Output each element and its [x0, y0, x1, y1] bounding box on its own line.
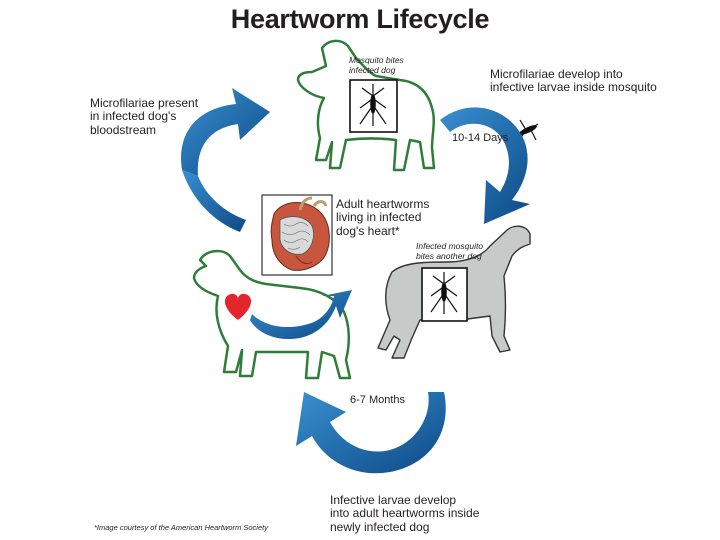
label-line: Infected mosquito: [416, 241, 484, 251]
label-microfilariae-present: Microfilariae present in infected dog's …: [90, 96, 199, 137]
label-line: into adult heartworms inside: [330, 506, 480, 521]
label-adult-heartworms: Adult heartworms living in infected dog'…: [336, 197, 430, 238]
label-days: 10-14 Days: [452, 132, 509, 144]
label-line: Adult heartworms: [336, 197, 430, 211]
arrow-top-left: [181, 88, 270, 232]
label-line: infected dog: [349, 64, 396, 75]
label-line: newly infected dog: [330, 519, 430, 534]
label-microfilariae-develop: Microfilariae develop into infective lar…: [490, 67, 657, 95]
mosquito-icon-2: [430, 272, 458, 314]
arrow-heart: [250, 290, 352, 340]
mosquito-icon: [359, 84, 387, 126]
label-line: living in infected: [336, 210, 422, 225]
mosquito-box-top: [349, 79, 398, 133]
heart-icon: [224, 293, 252, 320]
label-mosquito-bites-infected: Mosquito bites infected dog: [349, 55, 409, 76]
image-credit: *Image courtesy of the American Heartwor…: [94, 524, 268, 532]
label-line: bites another dog: [416, 250, 482, 261]
label-line: in infected dog's: [90, 109, 177, 124]
arrow-bottom: [296, 392, 446, 474]
label-months: 6-7 Months: [350, 394, 406, 406]
page-title: Heartworm Lifecycle: [230, 4, 490, 34]
credit-text: *Image courtesy of the American Heartwor…: [94, 523, 268, 532]
label-line: Microfilariae present: [90, 96, 199, 110]
heart-illustration: [261, 194, 333, 276]
label-larvae-develop: Infective larvae develop into adult hear…: [330, 493, 480, 534]
left-dog-outline: [192, 249, 352, 380]
label-line: dog's heart*: [336, 223, 400, 238]
label-line: Mosquito bites: [349, 55, 404, 65]
label-line: Infective larvae develop: [330, 493, 457, 507]
label-line: infective larvae inside mosquito: [490, 80, 657, 95]
label-infected-mosquito-bites: Infected mosquito bites another dog: [416, 241, 496, 262]
arrow-top-right: [440, 107, 530, 224]
label-line: bloodstream: [90, 122, 157, 137]
label-line: Microfilariae develop into: [490, 67, 623, 81]
mosquito-box-right: [421, 267, 468, 322]
